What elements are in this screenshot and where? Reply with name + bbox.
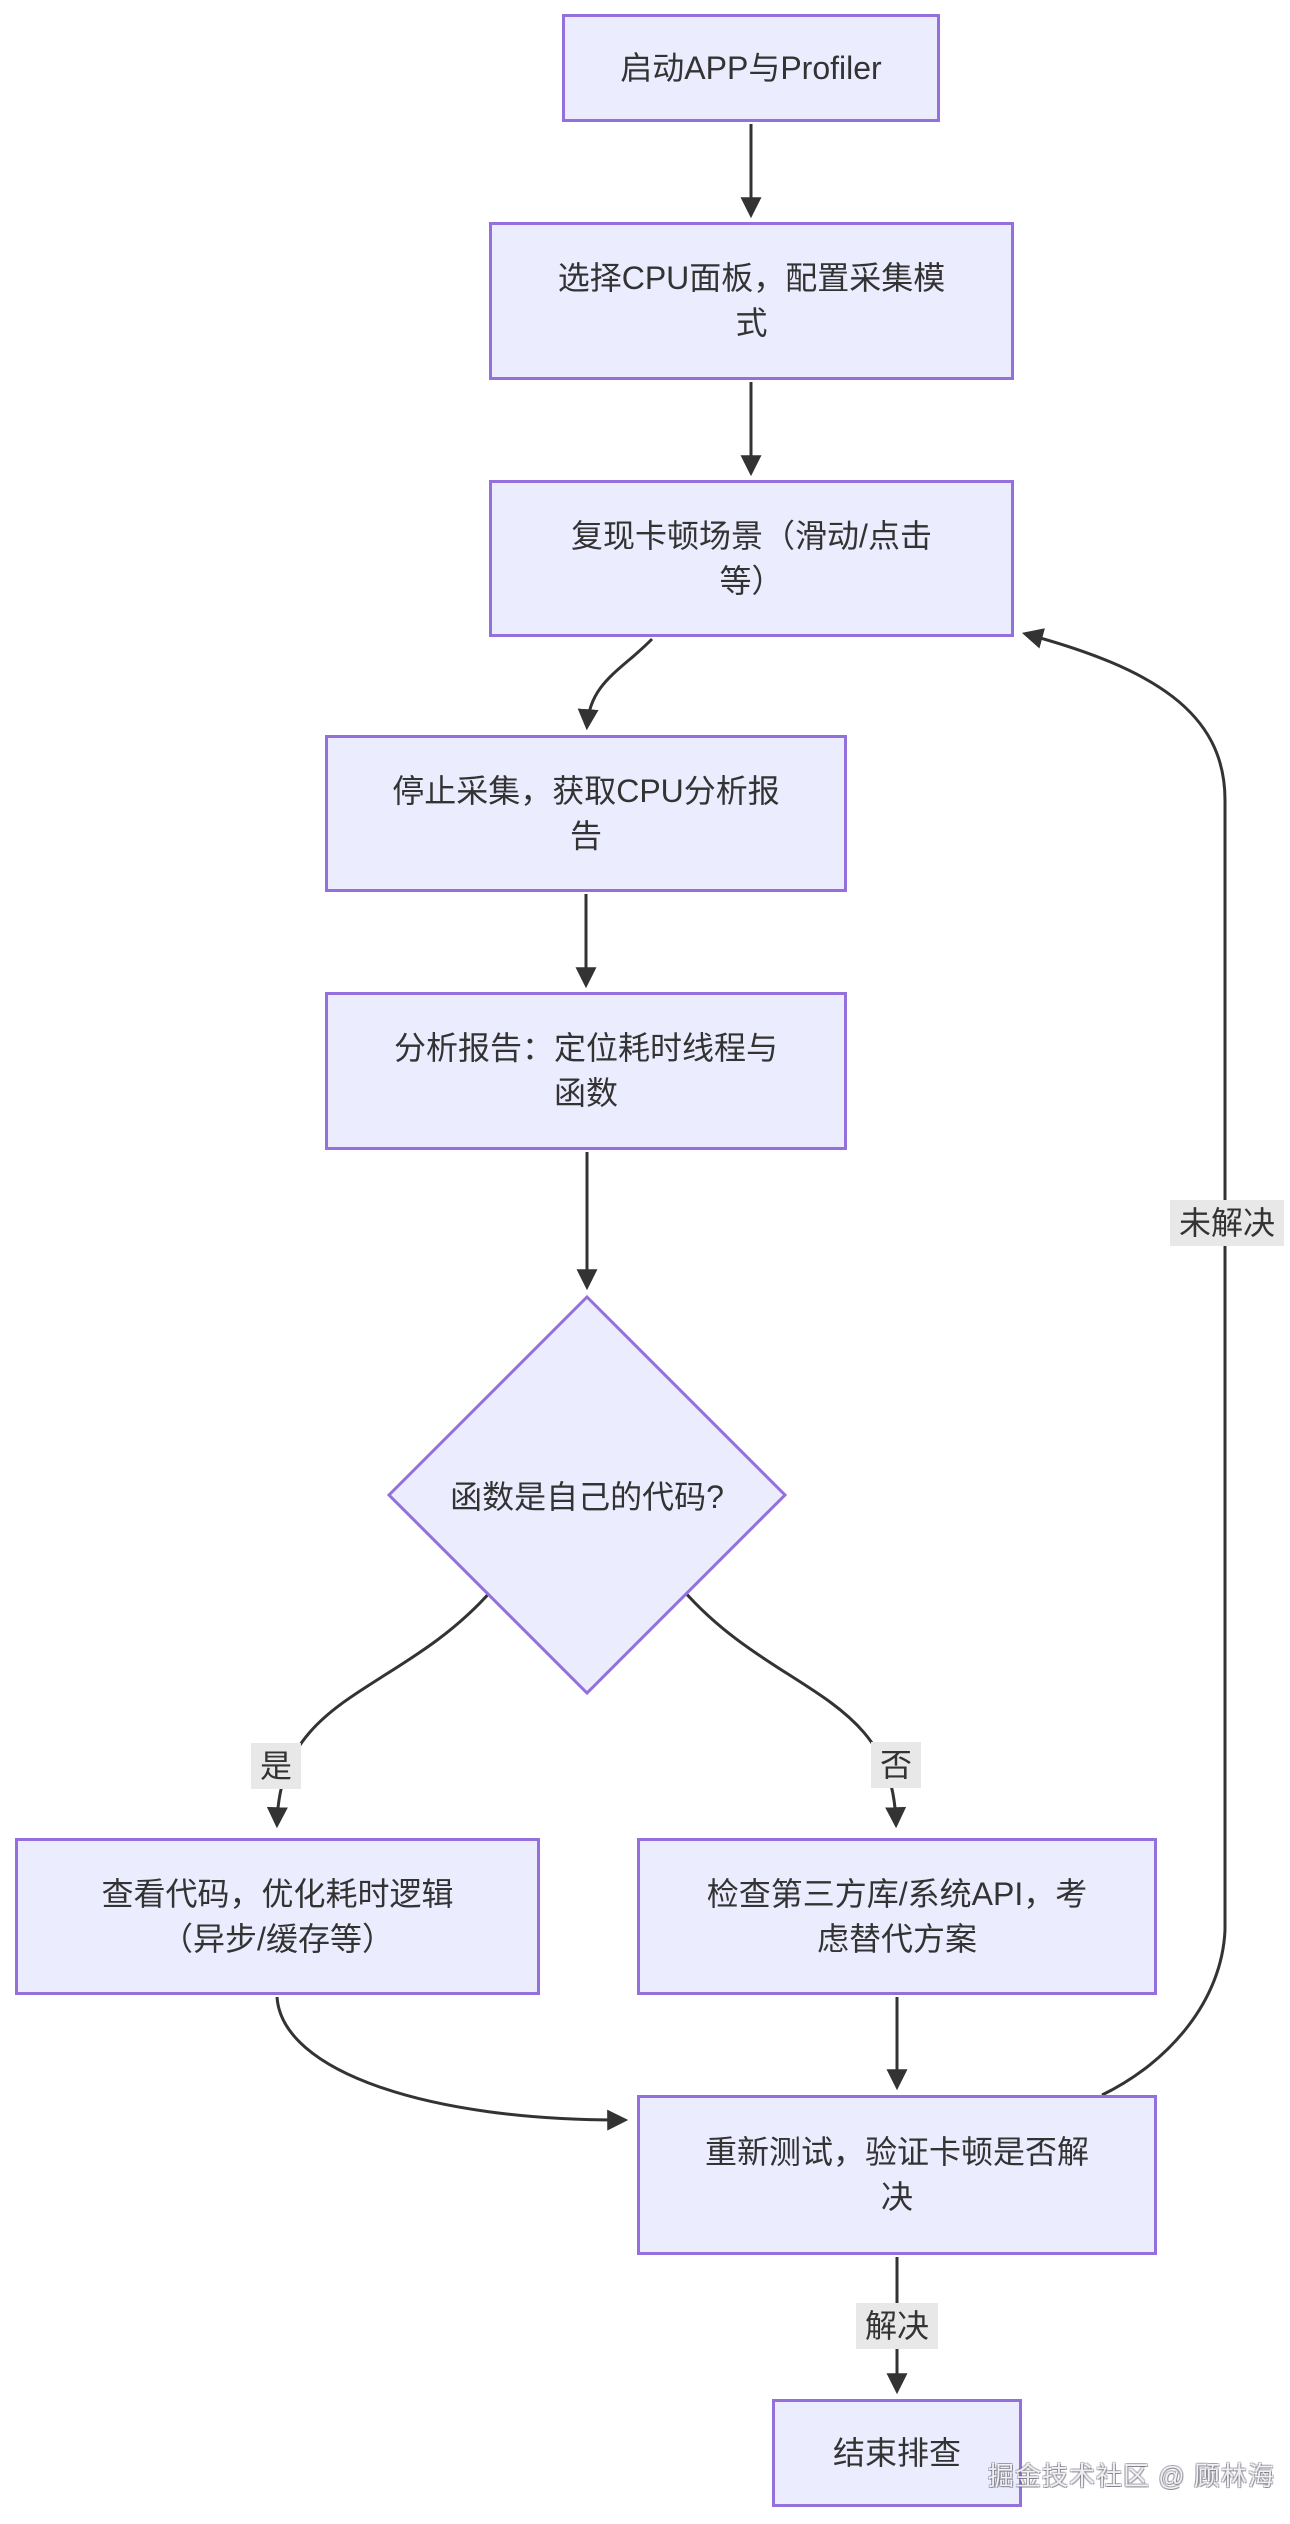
decision-diamond-shape bbox=[386, 1294, 788, 1696]
edge-label-resolved: 解决 bbox=[855, 2303, 939, 2349]
node-retest: 重新测试，验证卡顿是否解决 bbox=[637, 2095, 1157, 2255]
edge-owncode-to-retest bbox=[275, 1996, 629, 2131]
watermark: 掘金技术社区 @ 顾林海 bbox=[988, 2461, 1275, 2491]
node-optimize-own-code: 查看代码，优化耗时逻辑（异步/缓存等） bbox=[15, 1838, 540, 1995]
node-start-label: 启动APP与Profiler bbox=[620, 49, 882, 86]
node-stop-collect: 停止采集，获取CPU分析报告 bbox=[325, 735, 847, 892]
edge-decision-yes bbox=[266, 1589, 494, 1829]
node-check-third-party: 检查第三方库/系统API，考虑替代方案 bbox=[637, 1838, 1157, 1995]
node-end: 结束排查 bbox=[772, 2399, 1022, 2507]
node-start: 启动APP与Profiler bbox=[562, 14, 940, 122]
node-select-cpu-panel: 选择CPU面板，配置采集模式 bbox=[489, 222, 1014, 380]
node-decision-label: 函数是自己的代码? bbox=[450, 1479, 724, 1515]
node-reproduce-lag-label: 复现卡顿场景（滑动/点击等） bbox=[571, 517, 932, 599]
node-optimize-own-code-label: 查看代码，优化耗时逻辑（异步/缓存等） bbox=[101, 1875, 454, 1957]
node-decision: 函数是自己的代码? bbox=[407, 1445, 767, 1545]
node-retest-label: 重新测试，验证卡顿是否解决 bbox=[704, 2134, 1089, 2215]
node-end-label: 结束排查 bbox=[832, 2434, 961, 2471]
node-select-cpu-panel-label: 选择CPU面板，配置采集模式 bbox=[557, 260, 946, 341]
node-analyze-report-label: 分析报告：定位耗时线程与函数 bbox=[393, 1030, 778, 1111]
edge-label-yes: 是 bbox=[250, 1743, 302, 1789]
edge-reproduce-to-stop bbox=[577, 637, 654, 731]
edge-decision-no bbox=[681, 1589, 907, 1829]
edge-label-no: 否 bbox=[870, 1742, 922, 1788]
edge-label-unresolved: 未解决 bbox=[1169, 1200, 1285, 1246]
node-reproduce-lag: 复现卡顿场景（滑动/点击等） bbox=[489, 480, 1014, 637]
node-stop-collect-label: 停止采集，获取CPU分析报告 bbox=[392, 772, 780, 854]
node-analyze-report: 分析报告：定位耗时线程与函数 bbox=[325, 992, 847, 1150]
edge-retest-unresolved bbox=[1021, 628, 1227, 2097]
node-check-third-party-label: 检查第三方库/系统API，考虑替代方案 bbox=[706, 1875, 1088, 1957]
